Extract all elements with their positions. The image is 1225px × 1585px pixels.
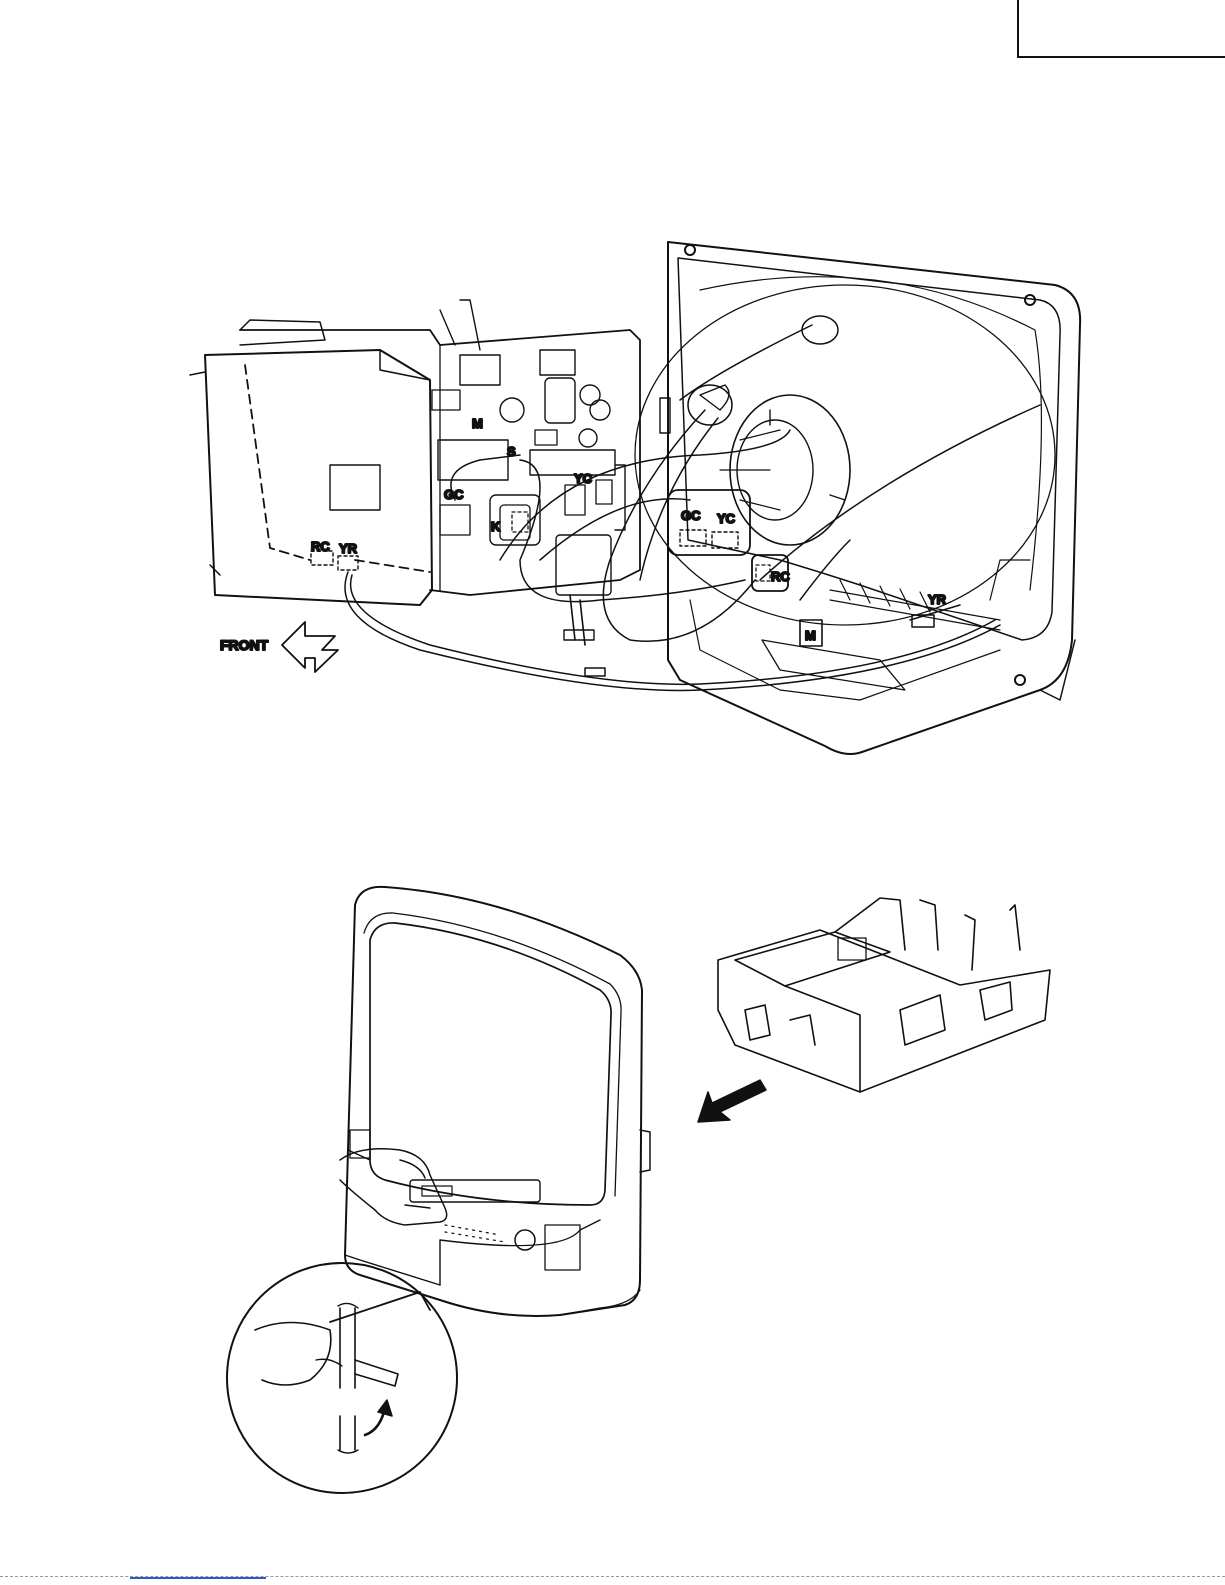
label-yr-case: YR xyxy=(339,541,358,556)
label-rc-yoke: RC xyxy=(771,569,790,584)
detail-callout xyxy=(227,1263,457,1493)
label-gc-yoke: GC xyxy=(681,508,701,523)
tv-front-cabinet xyxy=(345,887,650,1316)
label-s: S xyxy=(507,444,516,459)
rear-cabinet xyxy=(668,242,1080,754)
label-k: K xyxy=(491,519,501,534)
label-m: M xyxy=(472,416,483,431)
shield-case xyxy=(190,320,432,605)
removed-chassis xyxy=(718,898,1050,1092)
label-yc-pwb: YC xyxy=(574,471,593,486)
label-m-connector: M xyxy=(805,628,816,643)
label-yr-connector: YR xyxy=(928,592,947,607)
arrow-down-left-icon xyxy=(698,1080,766,1122)
label-front: FRONT xyxy=(220,637,269,653)
label-rc-case: RC xyxy=(311,539,330,554)
curved-arrow-icon xyxy=(365,1400,392,1435)
front-cabinet-diagram xyxy=(0,860,1225,1560)
chassis-removal-diagram: M S YC GC K RC YR GC YC RC M YR FRONT xyxy=(0,0,1225,780)
hand-illustration xyxy=(340,1149,447,1225)
label-gc-pwb: GC xyxy=(444,487,464,502)
label-yc-yoke: YC xyxy=(717,511,736,526)
front-arrow-icon xyxy=(282,622,338,672)
footer-link-underline xyxy=(130,1577,266,1579)
